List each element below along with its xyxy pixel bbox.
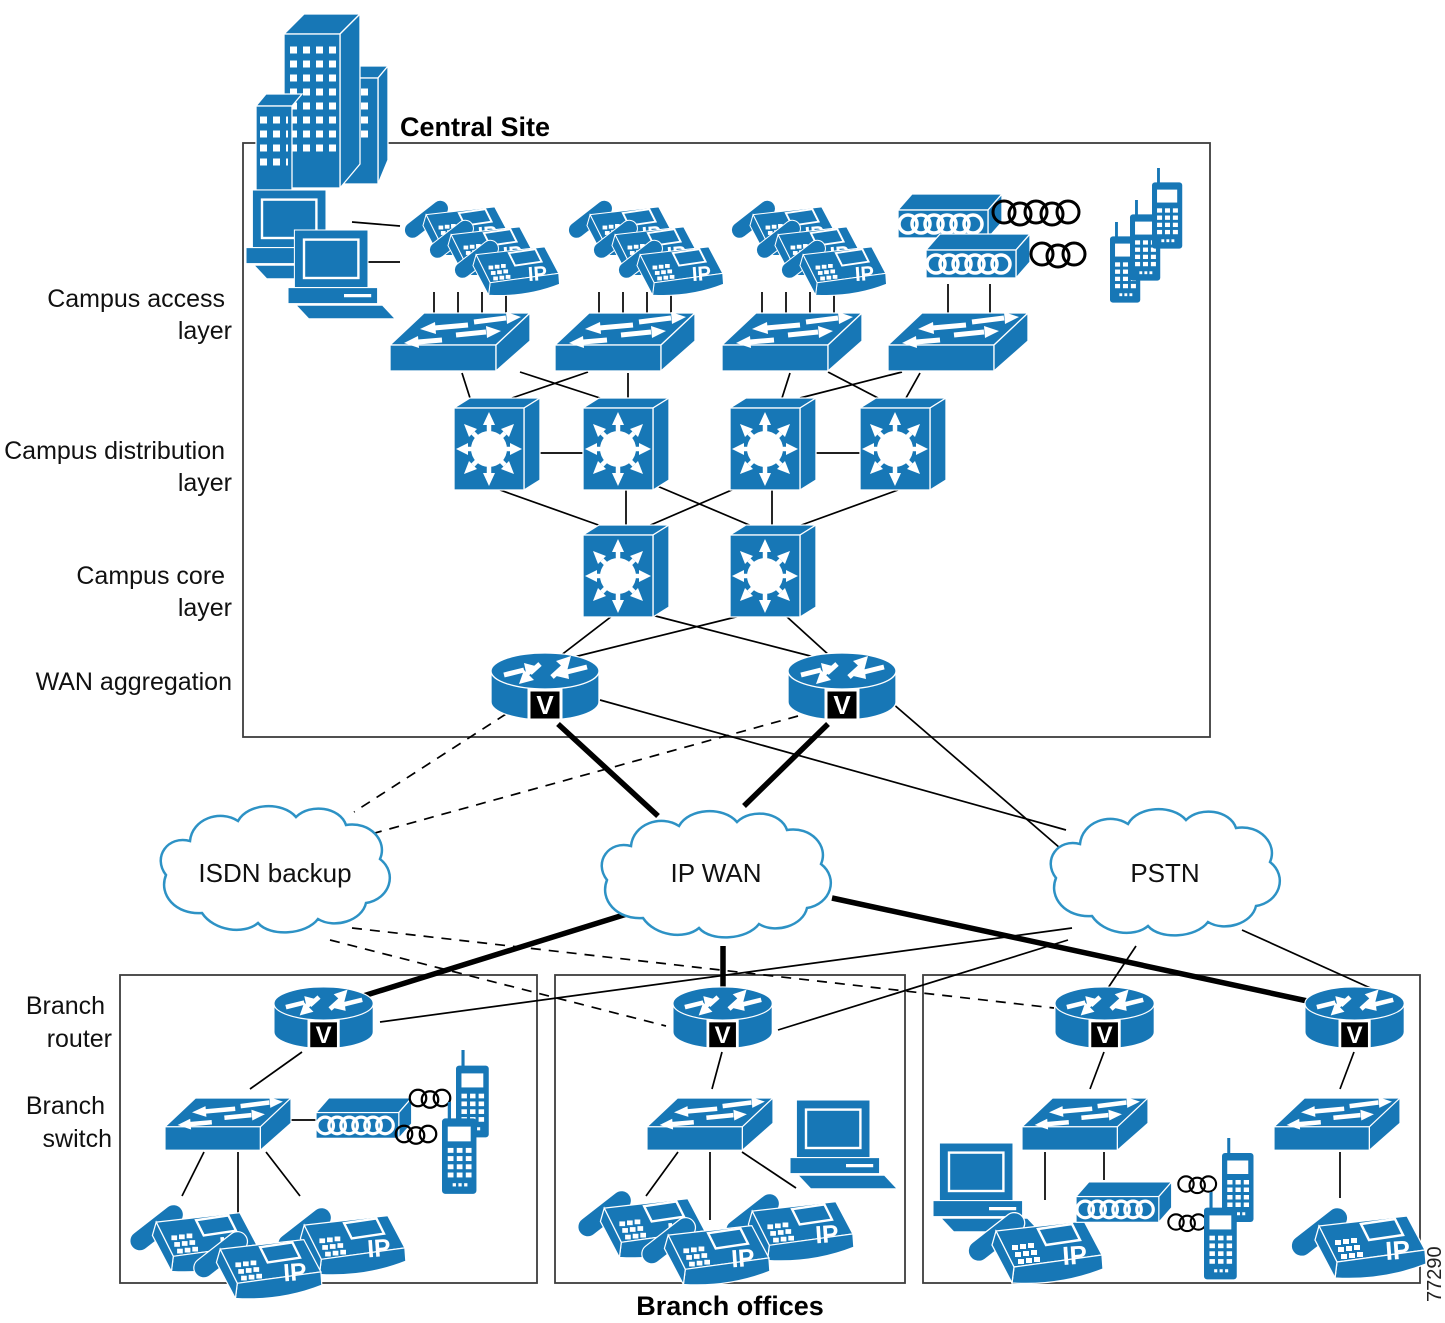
link-c2-r2 <box>785 615 831 657</box>
pstn-cloud-label: PSTN <box>1130 858 1199 888</box>
distribution-switch-1 <box>454 398 540 490</box>
link-line <box>645 1151 679 1197</box>
branch1-wireless-ap-icon <box>314 1096 414 1140</box>
branch-switch-1 <box>165 1097 291 1150</box>
isdn-cloud-label: ISDN backup <box>198 858 351 888</box>
wan-aggregation-label: WAN aggregation <box>36 668 232 696</box>
ipwan-cloud-label: IP WAN <box>670 858 761 888</box>
figure-number: 77290 <box>1424 1246 1445 1302</box>
link-line <box>741 1151 797 1189</box>
access-switch-2 <box>555 312 695 371</box>
link-d2-c2 <box>649 482 755 528</box>
link-line <box>265 1151 301 1197</box>
branch-router-2 <box>673 987 772 1049</box>
link-pc-phones-a <box>351 221 401 227</box>
campus-distribution-layer-label: Campus distribution layer <box>4 437 232 497</box>
link-d4-c2 <box>795 489 899 528</box>
branch-switch-3 <box>1022 1097 1148 1150</box>
wan-router-2 <box>788 653 896 720</box>
campus-pc-icon <box>286 228 397 321</box>
core-switch-2 <box>730 525 816 617</box>
wireless-ap-icon-1 <box>896 192 1004 240</box>
link-r2-pstn <box>891 702 1061 849</box>
distribution-switch-4 <box>860 398 946 490</box>
clouds: ISDN backup IP WAN PSTN <box>159 804 1282 939</box>
link-d1-c1 <box>499 489 605 528</box>
wireless-wave <box>408 1088 452 1109</box>
branch-router-3 <box>1055 987 1154 1049</box>
link-r1-isdn <box>353 713 507 813</box>
link-c1-r2 <box>639 611 819 659</box>
cell-phone-icon <box>1152 168 1183 249</box>
branch4-ip-phone <box>1285 1202 1428 1280</box>
link-s4-d4 <box>905 372 921 399</box>
link-s2-d1 <box>511 371 589 399</box>
link-brouter1-bswitch1 <box>249 1051 303 1090</box>
ip-phone-cluster-3 <box>728 197 886 296</box>
branch-office-box-3 <box>922 974 1421 1284</box>
labels: Central Site Campus access layer Campus … <box>4 112 1445 1321</box>
link-brouter3-bswitch3 <box>1089 1051 1105 1090</box>
connection-lines <box>181 221 1389 1220</box>
wireless-wave <box>1029 241 1087 269</box>
branch-router-4 <box>1305 987 1404 1049</box>
branch2-pc-icon <box>788 1098 899 1191</box>
link-r1-pstn <box>599 699 1067 831</box>
link-s3-d3 <box>781 372 791 399</box>
core-switch-1 <box>583 525 669 617</box>
wireless-wave <box>991 199 1081 227</box>
link-s1-d1 <box>461 372 471 399</box>
link-r2-isdn <box>363 715 799 837</box>
campus-access-layer-label: Campus access layer <box>47 285 232 345</box>
link-r2-ipwan <box>742 722 830 808</box>
link-pstn-branch2 <box>777 939 1069 1031</box>
link-isdn-branch3 <box>351 927 1055 1009</box>
link-pstn-branch3 <box>1107 945 1137 989</box>
link-s4-d3 <box>799 371 903 399</box>
branch1-ip-phones <box>126 1201 406 1299</box>
link-pstn-branch4 <box>1241 929 1389 997</box>
link-brouter4-bswitch4 <box>1339 1051 1355 1090</box>
branch-router-label: Branch router <box>26 992 112 1053</box>
access-switch-4 <box>888 312 1028 371</box>
access-switch-3 <box>722 312 862 371</box>
link-r1-ipwan <box>556 721 660 819</box>
branch-switch-2 <box>647 1097 773 1150</box>
ip-phone-cluster-1 <box>401 197 559 296</box>
wireless-wave <box>1177 1175 1218 1195</box>
access-switch-1 <box>390 312 530 371</box>
distribution-switch-3 <box>730 398 816 490</box>
link-brouter2-bswitch2 <box>711 1051 723 1090</box>
branch-router-1 <box>274 987 373 1049</box>
wireless-ap-icon-2 <box>924 232 1032 280</box>
link-pstn-branch1 <box>379 927 1073 1023</box>
branch-offices-title: Branch offices <box>636 1291 824 1321</box>
campus-core-layer-label: Campus core layer <box>76 562 232 622</box>
branch3-wireless-ap-icon <box>1074 1180 1174 1224</box>
link-c1-r1 <box>559 615 613 657</box>
link-s1-d2 <box>519 371 601 399</box>
link-c2-r1 <box>569 611 757 659</box>
link-ipwan-branch4 <box>831 895 1313 1005</box>
link-isdn-branch2 <box>329 939 667 1027</box>
central-site-building-icon <box>256 14 388 190</box>
wireless-wave <box>1167 1213 1208 1233</box>
distribution-switch-2 <box>583 398 669 490</box>
branch-office-box-1 <box>119 974 538 1284</box>
wan-router-1 <box>491 653 599 720</box>
central-site-title: Central Site <box>400 112 550 142</box>
branch-switch-4 <box>1274 1097 1400 1150</box>
branch2-ip-phones <box>574 1187 854 1285</box>
ip-phone-cluster-2 <box>565 197 723 296</box>
branch-switch-label: Branch switch <box>26 1092 112 1153</box>
central-site-box <box>242 142 1211 738</box>
link-line <box>181 1151 205 1197</box>
link-ipwan-branch1 <box>359 905 647 1000</box>
